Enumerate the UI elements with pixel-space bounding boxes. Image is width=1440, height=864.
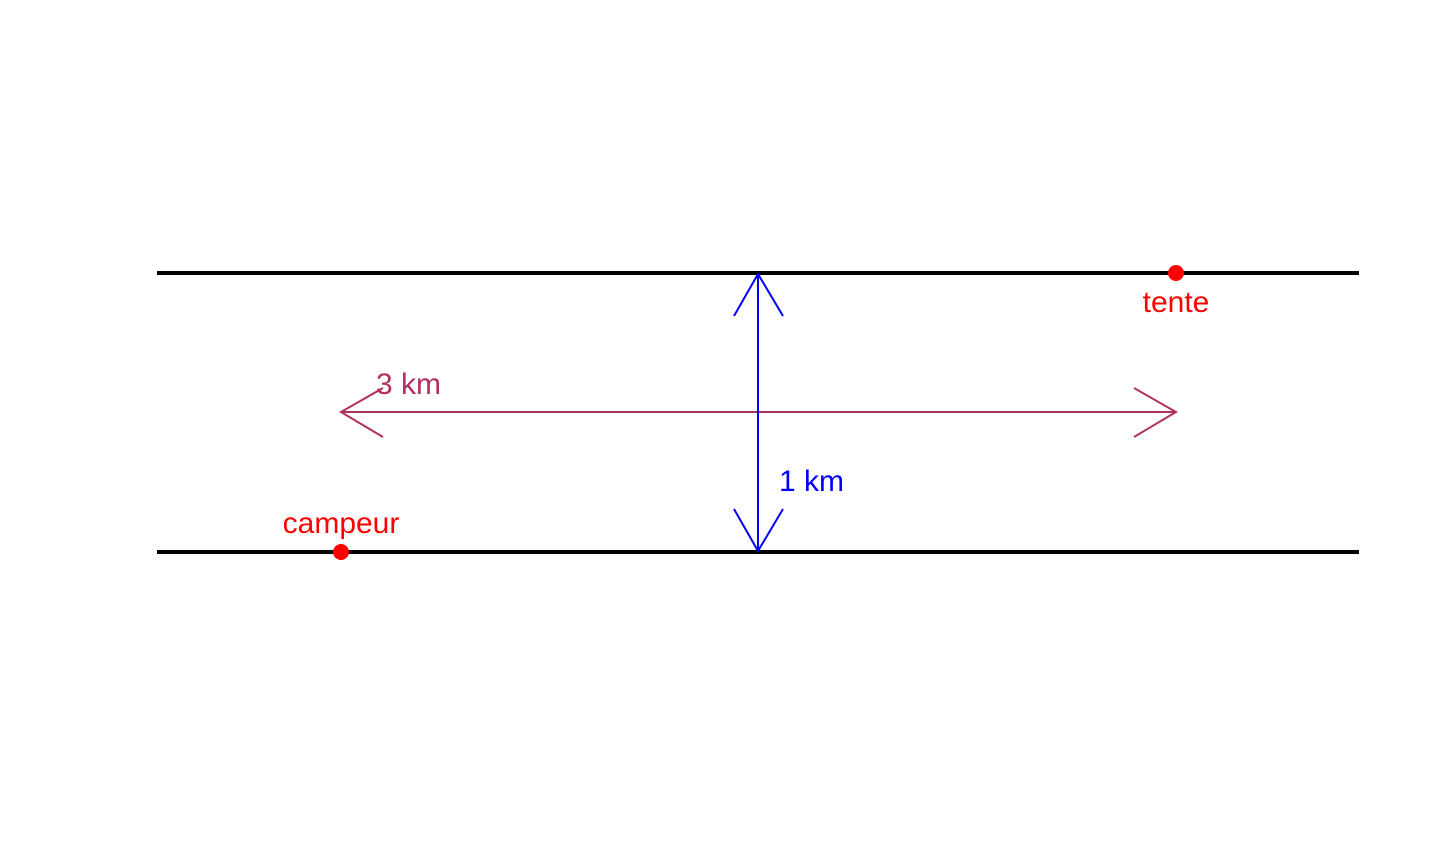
width-arrow — [733, 272, 784, 553]
width-arrow-bottom-head — [733, 508, 784, 553]
length-arrow-left-head — [339, 387, 384, 438]
length-arrow-right-head — [1133, 387, 1178, 438]
width-arrow-top-head — [733, 272, 784, 317]
tent-point — [1168, 265, 1184, 281]
camper-label: campeur — [283, 507, 400, 540]
camper-point — [333, 544, 349, 560]
length-label: 3 km — [376, 368, 441, 401]
tent-label: tente — [1143, 286, 1210, 319]
width-label: 1 km — [779, 465, 844, 498]
